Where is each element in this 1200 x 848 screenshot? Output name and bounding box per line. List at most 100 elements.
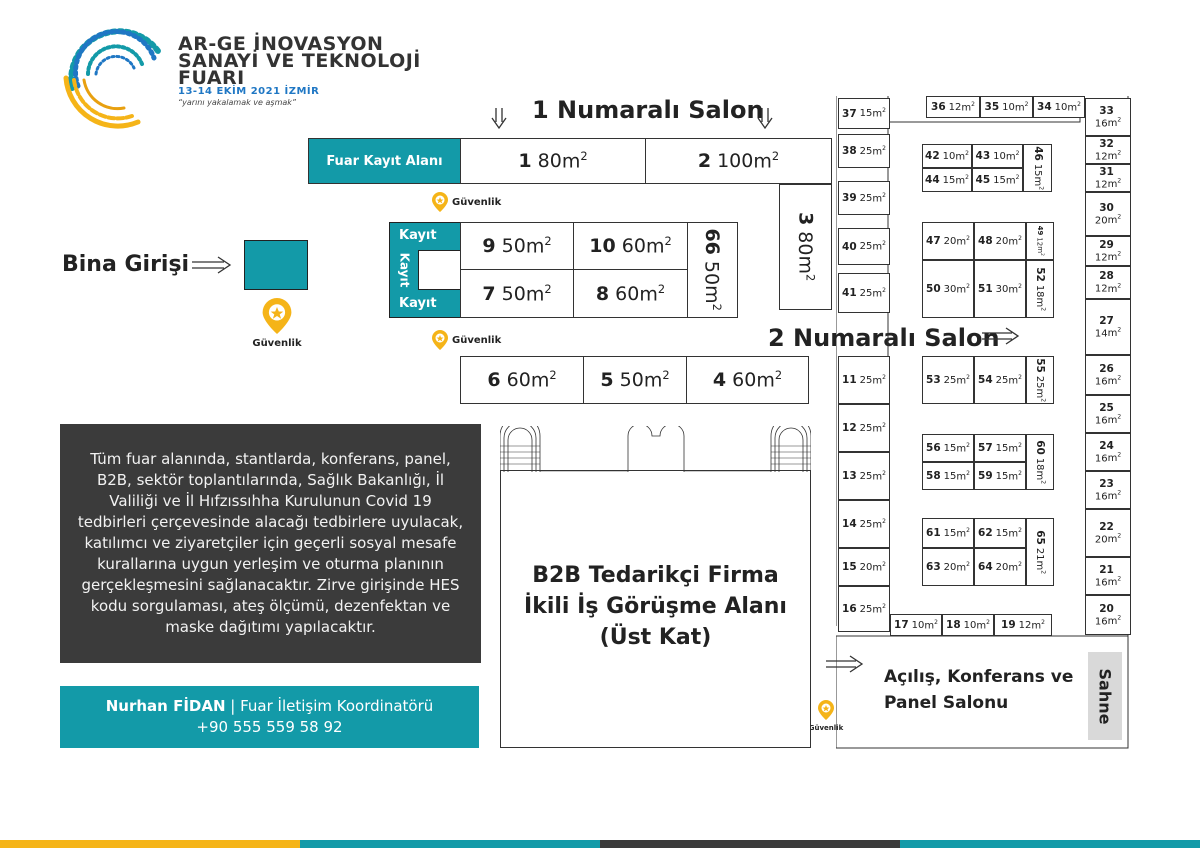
stand-60[interactable]: 6018m2 (1026, 434, 1054, 490)
contact-phone[interactable]: +90 555 559 58 92 (196, 718, 343, 736)
stand-52[interactable]: 5218m2 (1026, 260, 1054, 318)
stand-unit: m2 (956, 526, 970, 540)
stand-55[interactable]: 5525m2 (1026, 356, 1054, 404)
stand-number: 26 (1099, 362, 1114, 375)
stand-unit: m2 (1033, 388, 1047, 402)
right-arrow-icon (982, 327, 1020, 345)
stand-3[interactable]: 380m2 (779, 184, 832, 310)
stand-unit: m2 (1107, 374, 1122, 388)
stand-65[interactable]: 6521m2 (1026, 518, 1054, 586)
stand-unit: m2 (1107, 116, 1122, 130)
stand-size: 15 (943, 527, 957, 539)
stand-49[interactable]: 4912m2 (1026, 222, 1054, 260)
stand-unit: m2 (872, 107, 886, 120)
stand-size: 21 (1033, 547, 1045, 561)
footer-bar-yellow (0, 840, 300, 848)
stand-unit: m2 (872, 469, 886, 483)
stand-unit: m2 (1008, 282, 1022, 296)
stand-size: 20 (995, 561, 1009, 573)
stand-46[interactable]: 4615m2 (1023, 144, 1052, 192)
down-arrow-icon (757, 108, 773, 130)
stand-size: 12 (1094, 151, 1108, 163)
stand-unit: m2 (1067, 100, 1081, 114)
stand-unit: m2 (1107, 532, 1122, 546)
stand-size: 10 (1054, 101, 1068, 113)
guvenlik-label: Güvenlik (808, 724, 844, 732)
stand-number: 19 (1001, 619, 1016, 631)
stand-unit: m2 (872, 286, 886, 300)
stand-size: 25 (859, 192, 873, 204)
stand-number: 15 (842, 561, 857, 573)
stand-size: 30 (995, 283, 1009, 295)
stand-unit: m2 (1107, 489, 1122, 503)
stand-unit: m2 (1008, 469, 1022, 483)
stand-number: 21 (1099, 563, 1114, 576)
right-arrow-icon (192, 256, 232, 274)
contact-role: | Fuar İletişim Koordinatörü (225, 697, 434, 715)
stand-size: 20 (943, 561, 957, 573)
stand-66[interactable]: 6650m2 (687, 222, 738, 318)
stand-unit: m2 (956, 282, 970, 296)
footer-bar-teal-2 (900, 840, 1200, 848)
stand-unit: m2 (955, 149, 969, 163)
